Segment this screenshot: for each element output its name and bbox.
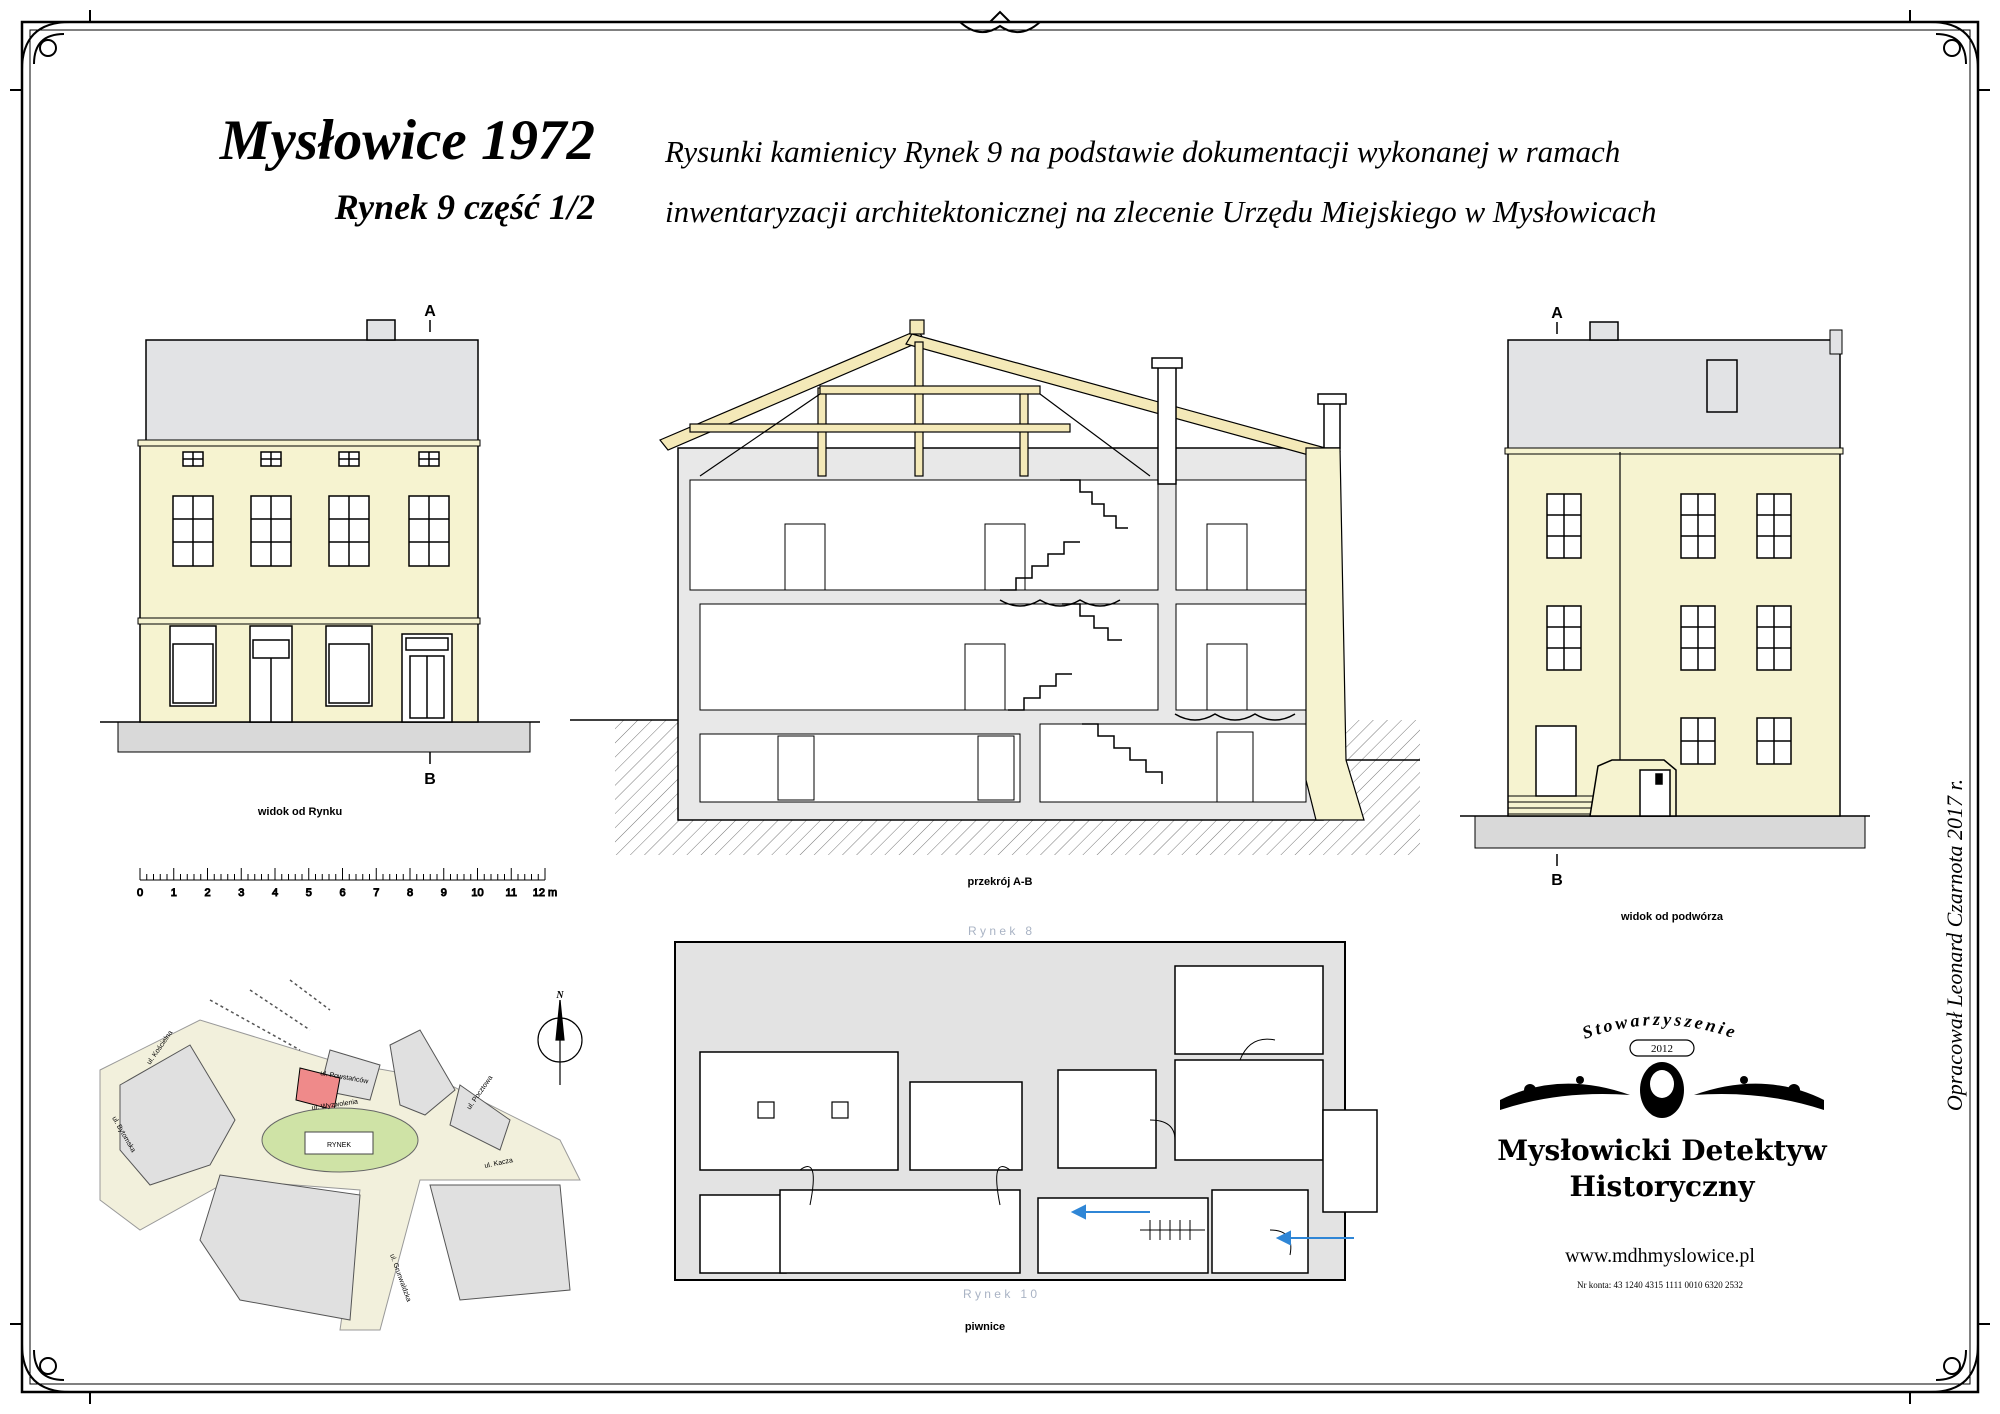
rear-caption: widok od podwórza <box>1620 911 1724 923</box>
scale-label: 12 m <box>533 887 557 899</box>
page-frame <box>20 20 1980 1394</box>
scale-label: 7 <box>373 887 379 899</box>
logo-name-line2: Historyczny <box>1569 1170 1755 1203</box>
scale-label: 8 <box>407 887 413 899</box>
logo-website: www.mdhmyslowice.pl <box>1565 1245 1755 1267</box>
basement-room-2 <box>909 1081 1023 1171</box>
rear-roof <box>1507 339 1841 453</box>
basement-room-1 <box>699 1051 899 1171</box>
basement-stair-wing <box>1322 1109 1378 1213</box>
basement-room-7 <box>779 1189 1021 1274</box>
north-arrow-label: N <box>555 990 564 1001</box>
front-shop-windows <box>169 625 373 723</box>
attic-vents <box>182 451 440 467</box>
section-floor1-room <box>699 603 1159 711</box>
corner-ornament-bottom-left <box>10 1323 91 1404</box>
basement-room-6 <box>699 1194 787 1274</box>
section-basement-room-right <box>1039 723 1307 803</box>
basement-room-8 <box>1037 1197 1209 1274</box>
scale-label: 11 <box>506 887 517 899</box>
front-door <box>401 633 453 723</box>
scale-label: 1 <box>171 887 177 899</box>
section-roof-truss <box>659 319 1341 477</box>
logo-name-line1: Mysłowicki Detektyw <box>1497 1134 1827 1167</box>
basement-neighbor-bottom: R y n e k 1 0 <box>963 1287 1037 1301</box>
scale-bar: 0 1 2 3 4 5 6 7 8 9 10 11 12 m <box>136 868 558 900</box>
scale-label: 0 <box>137 887 143 899</box>
basement-room-5 <box>1174 1059 1324 1161</box>
north-arrow <box>537 999 583 1085</box>
rear-annex <box>1589 759 1677 817</box>
author-credit: Opracował Leonard Czarnota 2017 r. <box>1942 778 1967 1112</box>
section-stairs <box>999 479 1296 784</box>
map-square-label: RYNEK <box>327 1142 351 1149</box>
section-buttress <box>1305 447 1365 821</box>
basement-room-4 <box>1174 965 1324 1055</box>
street-map: RYNEK ul. Kościelna ul. Bytomska ul. Wyz… <box>99 979 583 1331</box>
rear-ground <box>1474 815 1866 849</box>
description-line-2: inwentaryzacji architektonicznej na zlec… <box>665 194 1657 229</box>
section-ab: przekrój A-B <box>570 319 1420 888</box>
section-chimneys <box>1151 357 1347 485</box>
rear-elevation: A B widok od podwórza <box>1460 305 1870 923</box>
map-blocks <box>119 1029 571 1321</box>
section-caption: przekrój A-B <box>968 876 1033 888</box>
logo-emblem <box>1500 1062 1824 1118</box>
basement-neighbor-top: R y n e k 8 <box>968 924 1032 938</box>
basement-room-3 <box>1057 1069 1157 1169</box>
page-subtitle: Rynek 9 część 1/2 <box>334 187 595 227</box>
front-caption: widok od Rynku <box>257 806 342 818</box>
corner-ornament-top-right <box>1909 10 1990 91</box>
corner-ornament-top-left <box>10 10 91 91</box>
scale-label: 10 <box>471 887 483 899</box>
logo-arc-text: Stowarzyszenie <box>1579 1009 1740 1043</box>
logo-account: Nr konta: 43 1240 4315 1111 0010 6320 25… <box>1577 1280 1743 1290</box>
scale-label: 4 <box>272 887 278 899</box>
rear-marker-b: B <box>1551 872 1563 889</box>
front-upper-windows <box>172 495 450 567</box>
front-ground <box>117 721 531 753</box>
section-basement-room <box>699 733 1021 803</box>
scale-label: 3 <box>238 887 244 899</box>
scale-label: 6 <box>339 887 345 899</box>
society-logo: Stowarzyszenie 2012 Mysłowicki Detektyw … <box>1497 1009 1827 1290</box>
scale-label: 9 <box>441 887 447 899</box>
corner-ornament-bottom-right <box>1909 1323 1990 1404</box>
section-attic-room <box>689 479 1159 591</box>
basement-entry-arrows <box>1070 1204 1354 1246</box>
rear-steps <box>1508 795 1604 815</box>
page-title: Mysłowice 1972 <box>219 109 595 172</box>
top-center-ornament <box>959 10 1041 33</box>
basement-plan: R y n e k 8 R y n e k 1 0 piwnice <box>674 924 1378 1333</box>
description-line-1: Rysunki kamienicy Rynek 9 na podstawie d… <box>665 134 1621 169</box>
scale-label: 5 <box>306 887 312 899</box>
front-chimney <box>366 319 396 341</box>
basement-caption: piwnice <box>965 1321 1005 1333</box>
front-marker-a: A <box>424 303 436 320</box>
front-marker-b: B <box>424 771 436 788</box>
rear-marker-a: A <box>1551 305 1563 322</box>
scale-label: 2 <box>204 887 210 899</box>
rear-windows <box>1546 493 1792 765</box>
front-elevation: A B widok od Rynku <box>100 303 540 818</box>
basement-room-9 <box>1211 1189 1309 1274</box>
rear-door <box>1535 725 1577 797</box>
front-roof <box>145 339 479 445</box>
logo-year: 2012 <box>1651 1043 1673 1055</box>
